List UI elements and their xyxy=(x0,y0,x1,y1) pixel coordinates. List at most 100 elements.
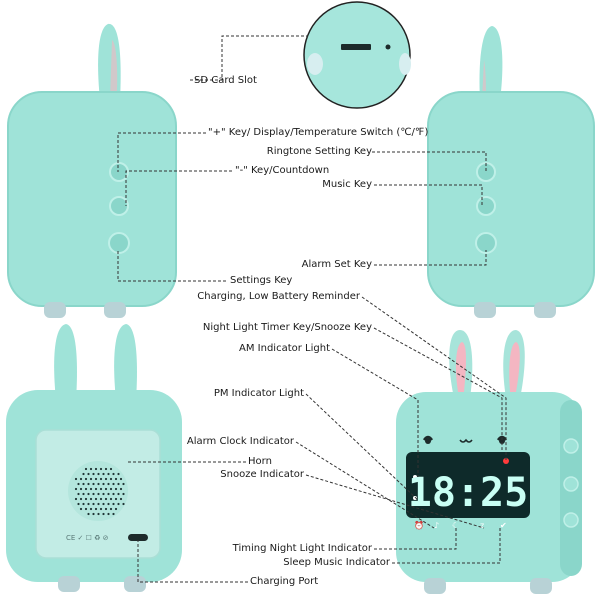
grille-hole xyxy=(77,482,80,486)
display-time: 18:25 xyxy=(408,470,528,516)
label-charging-port: Charging Port xyxy=(250,576,319,587)
label-alarm-set-key: Alarm Set Key xyxy=(301,259,372,270)
grille-hole xyxy=(117,472,120,476)
grille-hole xyxy=(107,482,110,486)
grille-hole xyxy=(104,507,108,511)
grille-hole xyxy=(82,492,85,496)
grille-hole xyxy=(77,492,80,496)
grille-hole xyxy=(102,472,105,476)
right-side-view xyxy=(427,26,595,318)
label-plus-key: "+" Key/ Display/Temperature Switch (℃/℉… xyxy=(208,127,429,138)
left-side-view xyxy=(7,23,177,318)
alarm-set-key-button[interactable] xyxy=(475,232,497,254)
grille-hole xyxy=(112,472,115,476)
sleep-music-icon: ♪ xyxy=(434,521,439,530)
grille-hole xyxy=(87,472,90,476)
grille-hole xyxy=(99,477,103,481)
grille-hole xyxy=(97,492,100,496)
grille-hole xyxy=(109,507,113,511)
charging-port[interactable] xyxy=(128,534,148,541)
label-sd-card-slot: SD Card Slot xyxy=(194,75,257,86)
label-minus-key: "-" Key/Countdown xyxy=(235,165,330,176)
grille-hole xyxy=(74,497,78,501)
grille-hole xyxy=(112,492,115,496)
grille-hole xyxy=(107,512,110,516)
grille-hole xyxy=(119,477,123,481)
sd-card-zoom xyxy=(303,1,411,109)
grille-hole xyxy=(97,502,100,506)
grille-hole xyxy=(87,482,90,486)
label-am-indicator: AM Indicator Light xyxy=(239,343,330,354)
grille-hole xyxy=(112,512,115,516)
music-key-button[interactable] xyxy=(476,196,496,216)
grille-hole xyxy=(84,487,88,491)
grille-hole xyxy=(99,497,103,501)
grille-hole xyxy=(104,467,108,471)
grille-hole xyxy=(117,492,120,496)
grille-hole xyxy=(92,502,95,506)
grille-hole xyxy=(94,467,98,471)
grille-hole xyxy=(114,487,118,491)
grille-hole xyxy=(122,492,125,496)
label-music-key: Music Key xyxy=(322,179,372,190)
grille-hole xyxy=(122,502,125,506)
sd-card-slot[interactable] xyxy=(341,44,371,50)
minus-key-button[interactable] xyxy=(109,196,129,216)
grille-hole xyxy=(94,477,98,481)
grille-hole xyxy=(99,487,103,491)
plus-key-button[interactable] xyxy=(109,162,129,182)
grille-hole xyxy=(99,507,103,511)
grille-hole xyxy=(97,482,100,486)
grille-hole xyxy=(94,487,98,491)
grille-hole xyxy=(102,512,105,516)
grille-hole xyxy=(114,497,118,501)
grille-hole xyxy=(74,477,78,481)
alarm-bell-icon: ⏰ xyxy=(414,520,424,530)
label-alarm-clock-indicator: Alarm Clock Indicator xyxy=(186,436,294,447)
snooze-icon: z xyxy=(480,521,484,530)
grille-hole xyxy=(122,482,125,486)
back-view: CE ✓ ☐ ♻ ⊘ xyxy=(6,324,182,592)
grille-hole xyxy=(87,502,90,506)
grille-hole xyxy=(107,492,110,496)
grille-hole xyxy=(109,487,113,491)
grille-hole xyxy=(107,472,110,476)
grille-hole xyxy=(104,497,108,501)
grille-hole xyxy=(97,512,100,516)
label-pm-indicator: PM Indicator Light xyxy=(213,388,304,399)
grille-hole xyxy=(109,467,113,471)
grille-hole xyxy=(109,477,113,481)
grille-hole xyxy=(92,492,95,496)
label-ringtone-key: Ringtone Setting Key xyxy=(266,146,372,157)
grille-hole xyxy=(89,477,93,481)
night-light-icon: ☾ xyxy=(452,521,459,530)
grille-hole xyxy=(92,512,95,516)
grille-hole xyxy=(109,497,113,501)
label-timing-night-light: Timing Night Light Indicator xyxy=(232,543,372,554)
pm-indicator-led xyxy=(413,496,417,500)
horn-grille xyxy=(68,461,128,521)
grille-hole xyxy=(102,492,105,496)
grille-hole xyxy=(82,482,85,486)
grille-hole xyxy=(84,477,88,481)
grille-hole xyxy=(92,482,95,486)
grille-hole xyxy=(117,482,120,486)
grille-hole xyxy=(92,472,95,476)
label-snooze-indicator: Snooze Indicator xyxy=(220,469,304,480)
grille-hole xyxy=(117,502,120,506)
label-charging-reminder: Charging, Low Battery Reminder xyxy=(197,291,360,302)
charging-indicator-led xyxy=(503,458,509,464)
settings-key-button[interactable] xyxy=(108,232,130,254)
grille-hole xyxy=(102,482,105,486)
label-horn: Horn xyxy=(248,456,272,467)
grille-hole xyxy=(84,497,88,501)
grille-hole xyxy=(94,497,98,501)
grille-hole xyxy=(104,477,108,481)
moon-icon: ✔ xyxy=(500,521,507,530)
grille-hole xyxy=(87,512,90,516)
grille-hole xyxy=(79,487,83,491)
grille-hole xyxy=(82,502,85,506)
grille-hole xyxy=(89,487,93,491)
